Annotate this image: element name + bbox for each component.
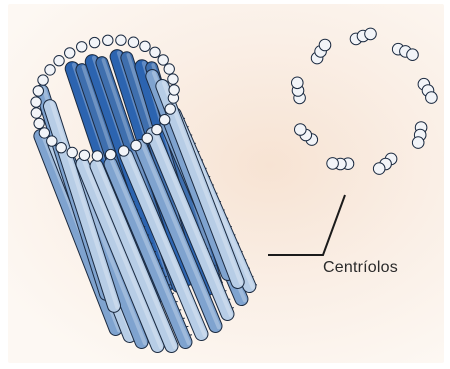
end-cap-14 [34, 118, 44, 128]
end-cap-1 [165, 104, 175, 114]
centriole-cylinder-icon [31, 35, 258, 354]
ring-microtubule-26 [319, 39, 331, 51]
ring-microtubule-5 [407, 49, 419, 61]
ring-microtubule-8 [426, 92, 438, 104]
ring-microtubule-23 [292, 77, 304, 89]
end-cap-17 [33, 86, 43, 96]
end-cap-4 [142, 133, 152, 143]
end-cap-7 [105, 149, 115, 159]
centrioles-label: Centríolos [323, 259, 398, 277]
centriole-cross-section-ring-icon [292, 28, 438, 174]
label-leader-line [268, 195, 345, 255]
ring-microtubule-2 [365, 28, 377, 40]
end-cap-21 [65, 48, 75, 58]
end-cap-29 [158, 55, 168, 65]
end-cap-32 [169, 85, 179, 95]
end-cap-18 [38, 75, 48, 85]
ring-microtubule-17 [327, 158, 339, 170]
end-cap-9 [79, 150, 89, 160]
end-cap-2 [159, 115, 169, 125]
end-cap-10 [67, 147, 77, 157]
end-cap-12 [47, 136, 57, 146]
end-cap-25 [116, 35, 126, 45]
end-cap-28 [150, 47, 160, 57]
end-cap-22 [77, 42, 87, 52]
end-cap-26 [128, 37, 138, 47]
end-cap-15 [31, 108, 41, 118]
end-cap-16 [31, 97, 41, 107]
end-cap-8 [92, 151, 102, 161]
ring-microtubule-11 [412, 137, 424, 149]
end-cap-27 [140, 41, 150, 51]
end-cap-20 [54, 56, 64, 66]
end-cap-11 [56, 143, 66, 153]
end-cap-13 [39, 128, 49, 138]
end-cap-30 [164, 64, 174, 74]
ring-microtubule-20 [295, 124, 307, 136]
ring-microtubule-14 [373, 163, 385, 175]
end-cap-23 [89, 37, 99, 47]
end-cap-3 [152, 124, 162, 134]
end-cap-6 [118, 146, 128, 156]
end-cap-24 [103, 35, 113, 45]
end-cap-19 [45, 65, 55, 75]
end-cap-31 [168, 74, 178, 84]
end-cap-5 [131, 140, 141, 150]
